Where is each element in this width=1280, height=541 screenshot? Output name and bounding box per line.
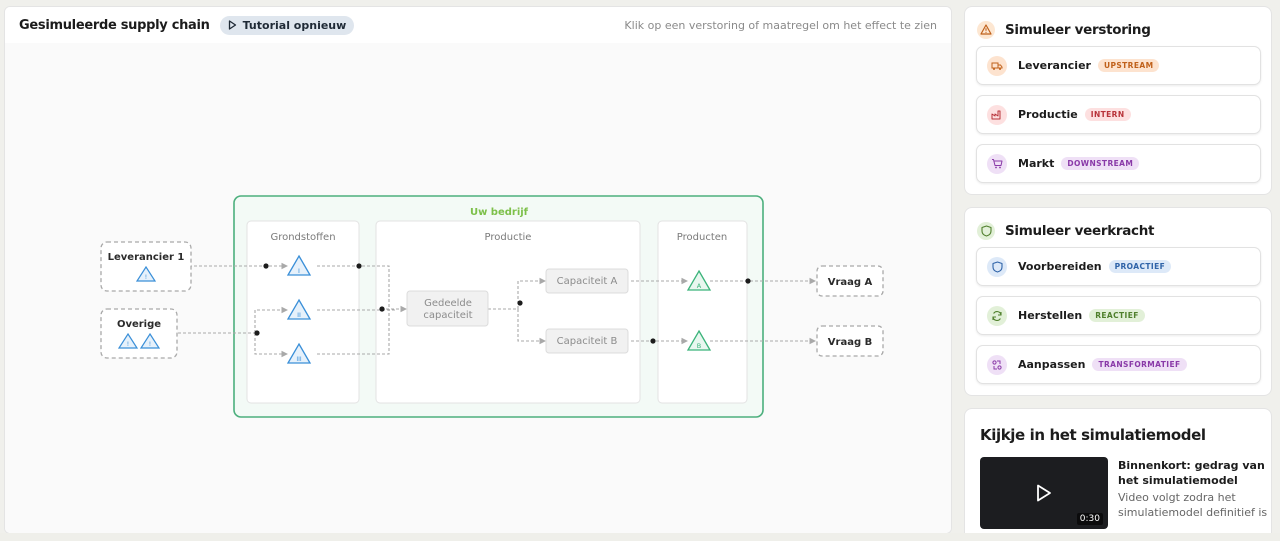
svg-text:Vraag B: Vraag B [828, 337, 872, 348]
material-marker-i[interactable]: I [286, 254, 312, 276]
supplier-1-label: Leverancier 1 [108, 252, 185, 263]
refresh-icon [987, 305, 1007, 326]
video-thumbnail[interactable]: 0:30 [980, 457, 1108, 529]
column-products-label: Producten [677, 232, 727, 243]
svg-text:!: ! [127, 341, 129, 348]
resilience-title: Simuleer veerkracht [1005, 222, 1155, 239]
video-duration: 0:30 [1076, 513, 1103, 525]
resilience-prepare-button[interactable]: Voorbereiden PROACTIEF [976, 247, 1261, 286]
svg-text:Capaciteit B: Capaciteit B [557, 336, 618, 347]
supply-chain-diagram: Uw bedrijf Grondstoffen Productie Produc… [100, 195, 884, 418]
reactive-badge: REACTIEF [1089, 309, 1145, 322]
supplier-other-node[interactable]: Overige ! ! [100, 308, 178, 359]
svg-text:III: III [296, 356, 302, 363]
demand-b-node[interactable]: Vraag B [816, 325, 884, 357]
bottom-strip [0, 533, 1280, 541]
diagram-canvas: Uw bedrijf Grondstoffen Productie Produc… [5, 43, 951, 533]
play-icon [1037, 484, 1051, 502]
shield-icon [987, 256, 1007, 277]
column-products [657, 220, 748, 404]
upstream-badge: UPSTREAM [1097, 59, 1160, 72]
svg-text:!: ! [145, 274, 147, 281]
hint-text: Klik op een verstoring of maatregel om h… [624, 18, 937, 32]
svg-text:capaciteit: capaciteit [423, 310, 472, 321]
svg-text:Capaciteit A: Capaciteit A [557, 276, 618, 287]
capacity-b-node[interactable]: Capaciteit B [545, 328, 629, 354]
resilience-adapt-button[interactable]: Aanpassen TRANSFORMATIEF [976, 345, 1261, 384]
demand-a-node[interactable]: Vraag A [816, 265, 884, 297]
video-description: Video volgt zodra het simulatiemodel def… [1118, 491, 1268, 519]
disruption-supplier-button[interactable]: Leverancier UPSTREAM [976, 46, 1261, 85]
warning-icon [977, 20, 995, 39]
junction-dots [254, 263, 751, 344]
shared-capacity-node[interactable]: Gedeelde capaciteit [406, 290, 489, 327]
product-marker-a[interactable]: A [686, 269, 712, 291]
factory-icon [987, 104, 1007, 125]
disruption-market-button[interactable]: Markt DOWNSTREAM [976, 144, 1261, 183]
svg-text:II: II [297, 311, 301, 319]
capacity-a-node[interactable]: Capaciteit A [545, 268, 629, 294]
svg-text:I: I [298, 267, 300, 275]
simulate-disruption-card: Simuleer verstoring Leverancier UPSTREAM… [964, 6, 1272, 195]
panel-header: Gesimuleerde supply chain Tutorial opnie… [5, 7, 951, 43]
svg-text:!: ! [149, 341, 151, 348]
supplier-1-node[interactable]: Leverancier 1 ! [100, 241, 192, 292]
supply-chain-panel: Gesimuleerde supply chain Tutorial opnie… [4, 6, 952, 534]
material-marker-iii[interactable]: III [286, 342, 312, 364]
truck-icon [987, 55, 1007, 76]
transformative-badge: TRANSFORMATIEF [1092, 358, 1187, 371]
warning-triangle-icon [135, 265, 157, 282]
svg-text:Gedeelde: Gedeelde [424, 298, 472, 309]
company-label: Uw bedrijf [470, 207, 529, 218]
resilience-header: Simuleer veerkracht [965, 208, 1271, 242]
intern-badge: INTERN [1084, 108, 1131, 121]
transform-icon [987, 354, 1007, 375]
column-production-label: Productie [485, 232, 532, 243]
shield-icon [977, 221, 995, 240]
svg-text:B: B [697, 342, 701, 350]
simulation-video-card: Kijkje in het simulatiemodel 0:30 Binnen… [964, 408, 1272, 541]
product-marker-b[interactable]: B [686, 329, 712, 351]
resilience-recover-button[interactable]: Herstellen REACTIEF [976, 296, 1261, 335]
svg-text:A: A [697, 282, 702, 290]
page-title: Gesimuleerde supply chain [19, 17, 210, 33]
tutorial-restart-button[interactable]: Tutorial opnieuw [219, 15, 355, 35]
proactive-badge: PROACTIEF [1108, 260, 1172, 273]
downstream-badge: DOWNSTREAM [1061, 157, 1140, 170]
disruption-title: Simuleer verstoring [1005, 21, 1151, 38]
column-raw-materials-label: Grondstoffen [270, 232, 335, 243]
disruption-header: Simuleer verstoring [965, 7, 1271, 41]
play-icon [228, 20, 236, 30]
material-marker-ii[interactable]: II [286, 298, 312, 320]
column-production [375, 220, 641, 404]
tutorial-restart-label: Tutorial opnieuw [242, 18, 347, 32]
warning-triangle-icon [117, 332, 139, 349]
warning-triangle-icon [139, 332, 161, 349]
video-heading: Binnenkort: gedrag van het simulatiemode… [1118, 459, 1265, 487]
disruption-production-button[interactable]: Productie INTERN [976, 95, 1261, 134]
video-section-title: Kijkje in het simulatiemodel [980, 426, 1206, 444]
simulate-resilience-card: Simuleer veerkracht Voorbereiden PROACTI… [964, 207, 1272, 396]
supplier-other-label: Overige [117, 319, 161, 330]
cart-icon [987, 153, 1007, 174]
svg-text:Vraag A: Vraag A [828, 277, 873, 288]
